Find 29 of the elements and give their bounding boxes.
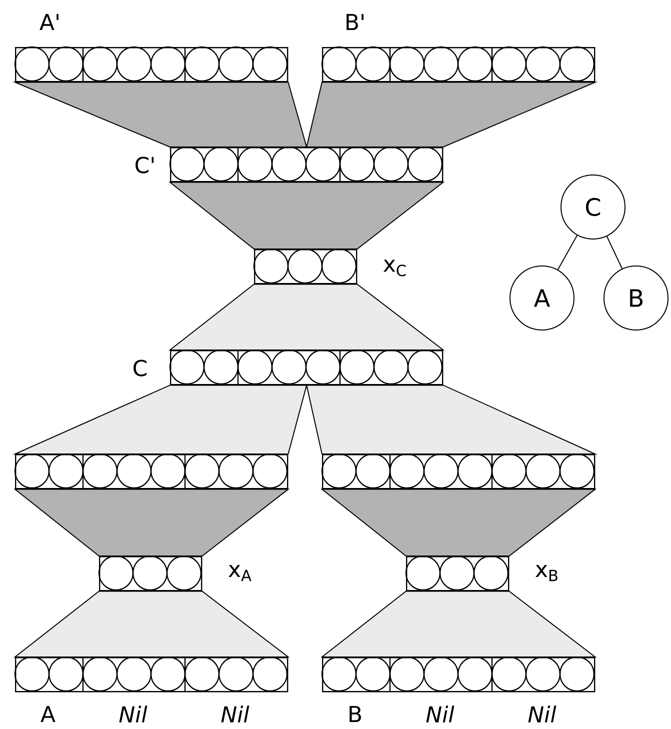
tree-edge	[606, 236, 623, 270]
neuron-layer	[169, 349, 444, 386]
layer-label: A'	[40, 14, 58, 30]
neuron-layer	[14, 46, 288, 82]
layer-label: B	[350, 706, 361, 722]
layer-label: Nil	[119, 706, 148, 722]
tree-edge	[557, 234, 578, 270]
tree-node: B	[604, 266, 668, 330]
layer-label: Nil	[426, 706, 454, 722]
neuron-layer	[14, 453, 288, 490]
layer-label: C	[134, 360, 146, 376]
neuron-layer	[405, 555, 510, 592]
neuron-layer	[98, 555, 202, 592]
tree-node: A	[510, 266, 574, 330]
layer-label: Nil	[221, 706, 250, 722]
layer-label: B'	[346, 14, 364, 30]
neuron-layer	[169, 146, 444, 182]
layer-label: x$_{B}$	[536, 564, 558, 582]
neuron-layer	[14, 656, 288, 692]
neuron-layer	[321, 656, 596, 692]
neuron-layer	[321, 46, 596, 82]
tree-node: C	[560, 174, 626, 240]
neuron-layer	[253, 248, 358, 284]
layer-label: Nil	[528, 706, 556, 722]
layer-label: C'	[136, 156, 154, 174]
layer-label: x$_{C}$	[384, 260, 406, 276]
layer-label: x$_{A}$	[228, 564, 252, 582]
neuron-layer	[321, 453, 596, 490]
layer-label: A	[40, 706, 56, 722]
